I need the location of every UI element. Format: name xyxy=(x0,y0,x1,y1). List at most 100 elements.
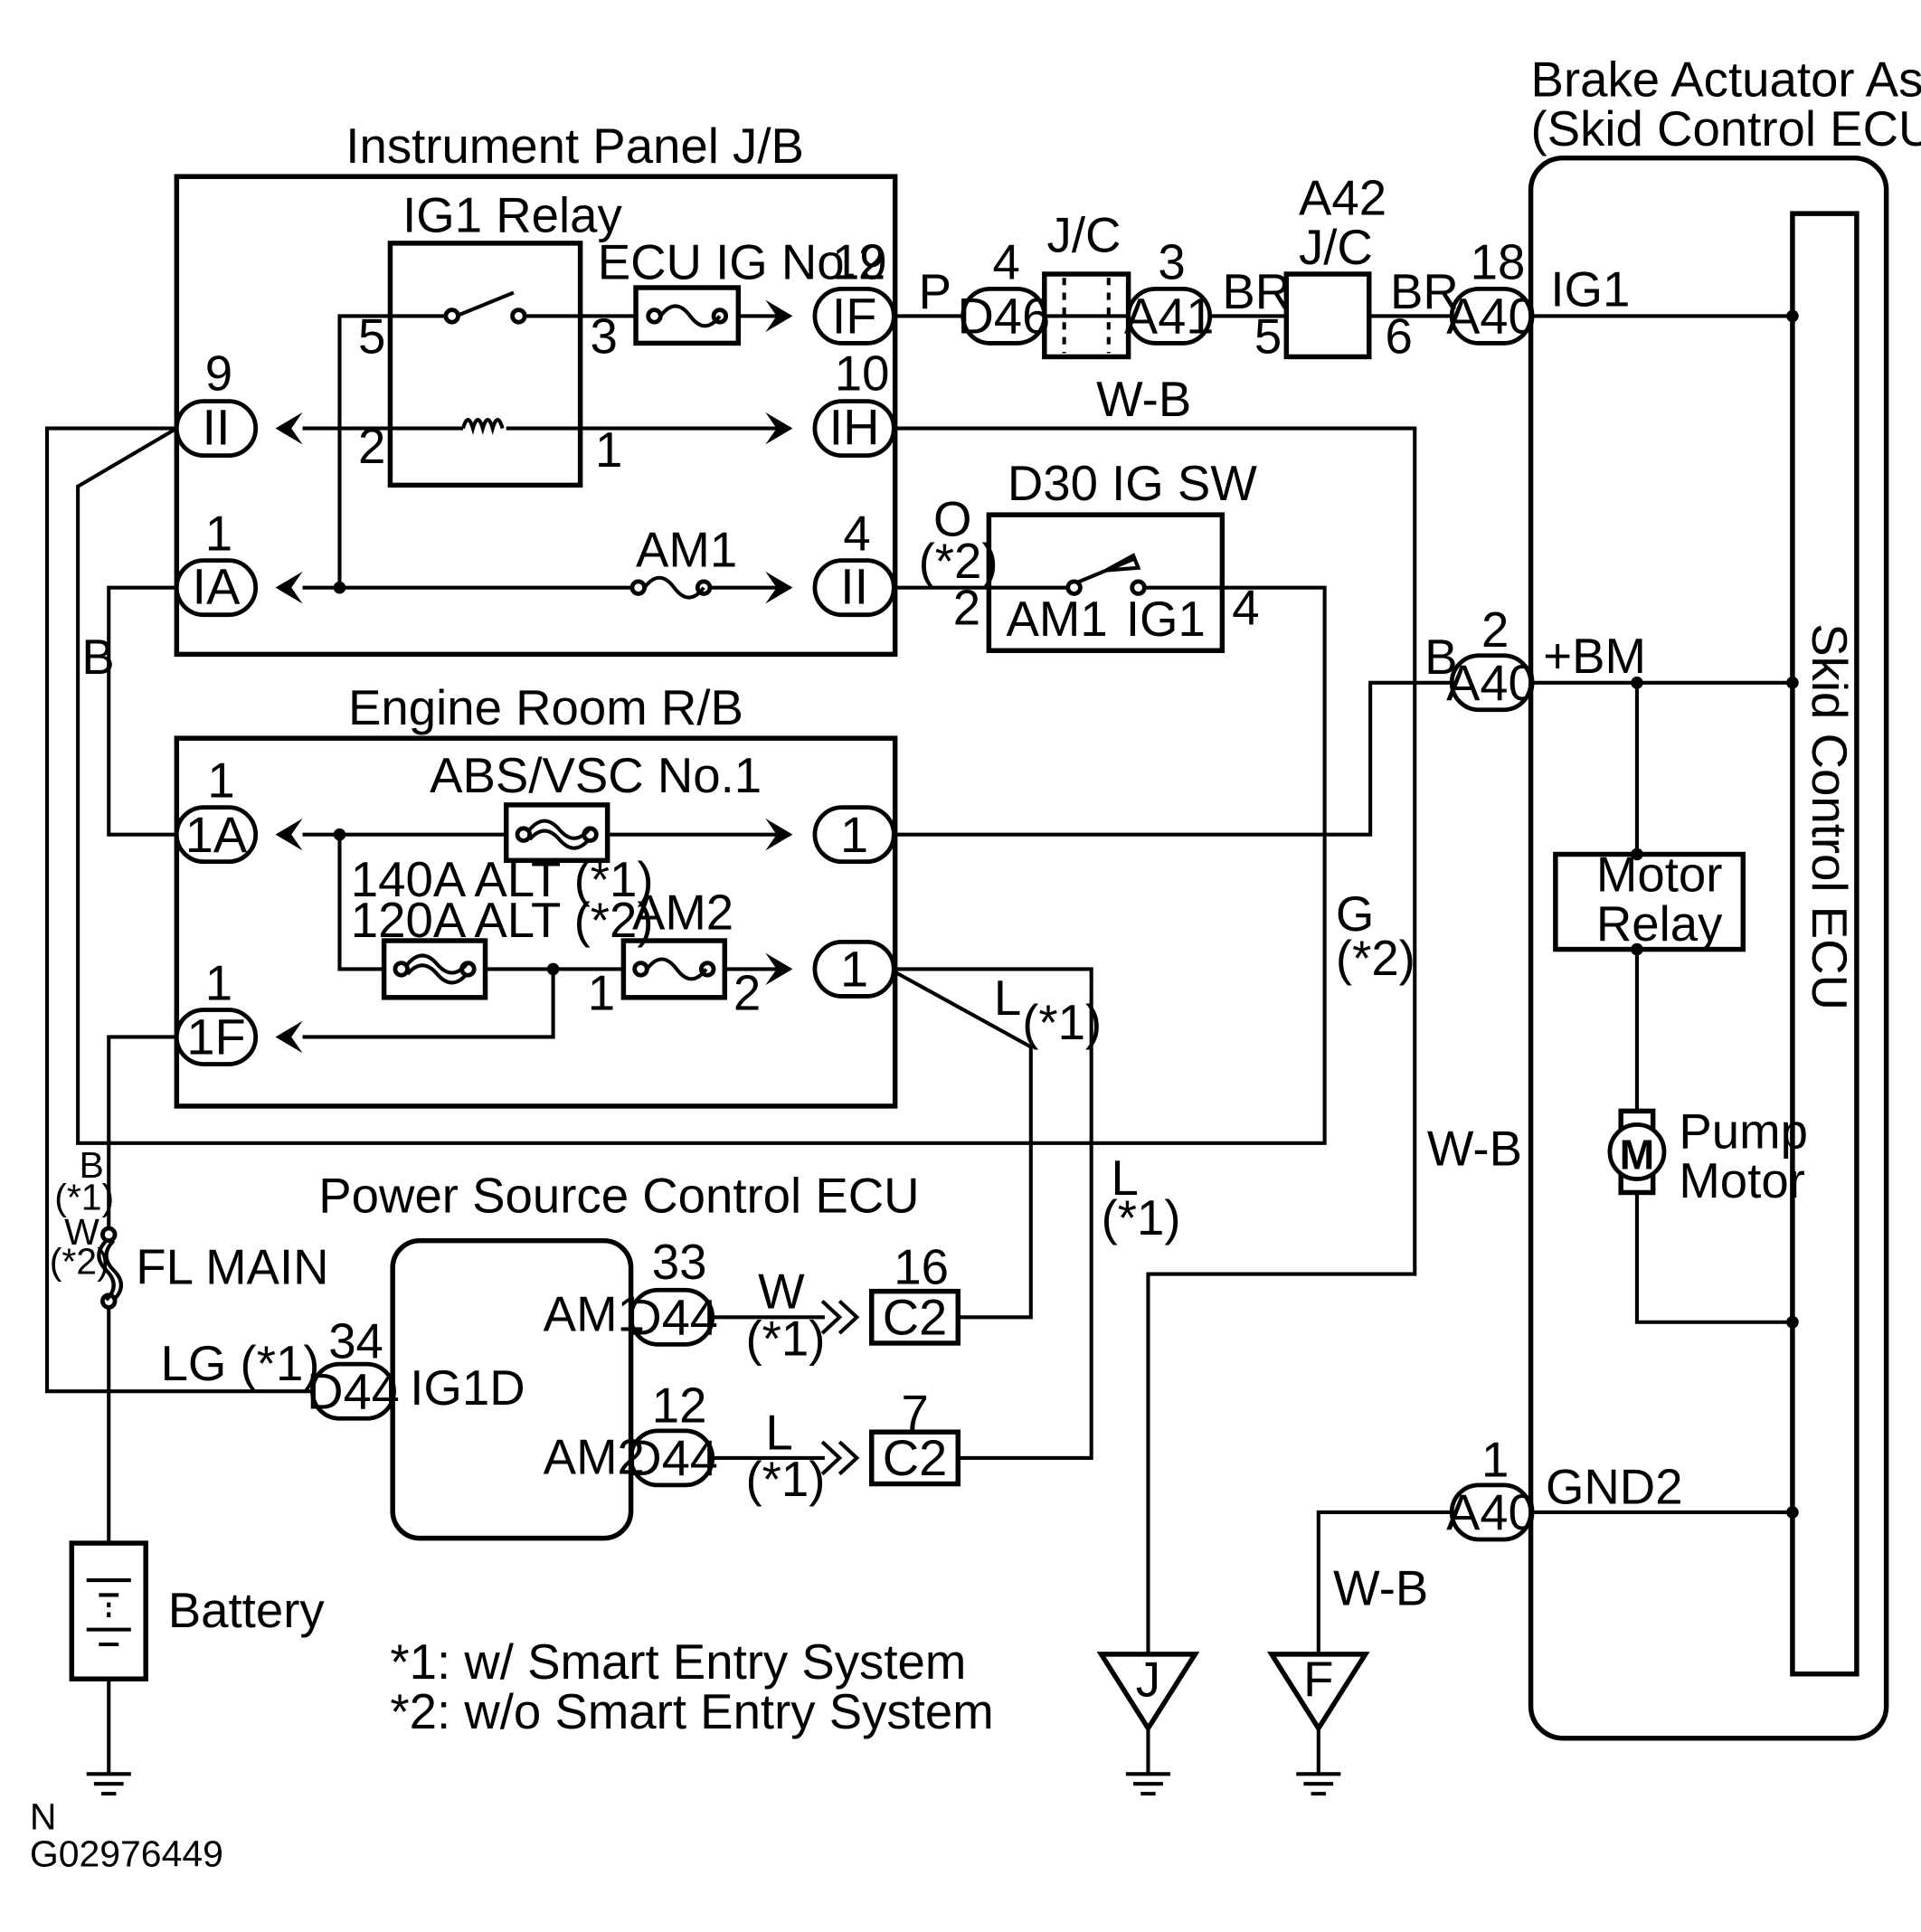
jc2-label: J/C xyxy=(1299,220,1373,275)
battery-label: Battery xyxy=(168,1583,326,1638)
corner-n: N xyxy=(30,1796,57,1838)
pin-ii-am1: 4 xyxy=(843,507,870,562)
wire-br-1: BR xyxy=(1222,264,1291,319)
connector-d46 xyxy=(960,286,1047,346)
pin-c2-am2: 7 xyxy=(901,1386,928,1441)
figure-code: G02976449 xyxy=(30,1833,223,1875)
wire-l-2: L xyxy=(1112,1151,1139,1206)
pin-am2-2: 2 xyxy=(733,965,761,1020)
motor-glyph: M xyxy=(1620,1132,1655,1179)
wire-b-bm: B xyxy=(1424,630,1457,685)
wire-l-c2-note: (*1) xyxy=(746,1452,826,1507)
am1-fuse-icon xyxy=(629,575,713,600)
motor-relay-label-1: Motor xyxy=(1596,847,1723,902)
connector-arrow-icons xyxy=(275,299,860,1476)
ground-j-icon xyxy=(1096,1652,1200,1796)
conn-a40-gnd-label: A40 xyxy=(1446,1483,1537,1540)
ig1-relay-title: IG1 Relay xyxy=(402,188,622,243)
conn-ih-label: IH xyxy=(829,398,880,455)
wire-o-note: (*2) xyxy=(919,534,998,589)
power-source-title: Power Source Control ECU xyxy=(318,1168,919,1223)
motor-relay-label-2: Relay xyxy=(1596,896,1723,952)
ps-am1-label: AM1 xyxy=(544,1286,645,1341)
pin-ih: 10 xyxy=(835,346,890,401)
connector-1f xyxy=(174,1008,259,1066)
brake-title-1: Brake Actuator Assy xyxy=(1531,52,1921,107)
ground-icon-battery xyxy=(86,1772,131,1796)
pin-am2-1: 1 xyxy=(588,965,615,1020)
wire-fl-b: B xyxy=(79,1144,103,1186)
wire-fl-w-note: (*2) xyxy=(50,1241,109,1283)
instrument-panel-jb xyxy=(174,174,898,658)
pin-d44-am1: 33 xyxy=(652,1235,707,1290)
connector-a40-gnd xyxy=(1449,1482,1533,1542)
connector-c2-am2 xyxy=(869,1429,960,1487)
am2-fuse-icon xyxy=(620,938,728,1000)
pump-label-1: Pump xyxy=(1679,1103,1808,1159)
a42-jc-box xyxy=(1283,271,1372,360)
pin-a40-bm: 2 xyxy=(1481,602,1509,658)
ig-sw-title: D30 IG SW xyxy=(1008,456,1257,511)
abs-vsc-label: ABS/VSC No.1 xyxy=(430,748,762,803)
conn-d46-label: D46 xyxy=(957,288,1050,345)
connector-a40-bm xyxy=(1449,653,1533,713)
pin-a42-5: 5 xyxy=(1254,308,1282,364)
pin-d44-lg: 34 xyxy=(328,1313,383,1368)
wire-wb-2: W-B xyxy=(1427,1121,1522,1176)
am1-fuse-label: AM1 xyxy=(636,522,737,577)
pin-c2-am1: 16 xyxy=(894,1239,949,1294)
am2-fuse-label: AM2 xyxy=(632,886,733,941)
ecu-ig-no2-fuse-icon xyxy=(633,285,742,346)
conn-if-label: IF xyxy=(832,288,877,345)
conn-1f-label: 1F xyxy=(186,1009,245,1065)
ig-sw-box xyxy=(986,512,1225,654)
pin-relay-3: 3 xyxy=(591,308,618,364)
jc1-label: J/C xyxy=(1047,207,1121,262)
conn-d44-am2-label: D44 xyxy=(625,1429,718,1486)
connector-c2-am1 xyxy=(869,1288,960,1346)
pin-relay-5: 5 xyxy=(358,308,385,364)
connector-1a xyxy=(174,805,259,865)
note-1: *1: w/ Smart Entry System xyxy=(390,1634,966,1690)
wire-l-1-note: (*1) xyxy=(1022,995,1102,1050)
conn-am2-out-label: 1 xyxy=(840,941,868,998)
wire-l-2-note: (*1) xyxy=(1102,1190,1181,1245)
conn-d44-lg-label: D44 xyxy=(307,1362,400,1419)
connector-abs-out xyxy=(812,805,896,865)
wire-p: P xyxy=(919,264,951,319)
pin-ia: 1 xyxy=(205,507,232,562)
conn-a40-ig1-label: A40 xyxy=(1446,288,1537,345)
wire-g: G xyxy=(1336,886,1374,942)
ground-f-label: F xyxy=(1303,1652,1333,1707)
wire-wb-3: W-B xyxy=(1333,1560,1428,1615)
wire-o: O xyxy=(933,491,971,546)
pin-igsw-2: 2 xyxy=(953,581,980,636)
ps-am2-label: AM2 xyxy=(544,1430,645,1485)
term-bm: +BM xyxy=(1543,629,1646,684)
connector-if xyxy=(812,286,896,346)
connector-d44-am2 xyxy=(629,1428,715,1488)
term-gnd2: GND2 xyxy=(1546,1459,1683,1514)
pump-motor-icon: M xyxy=(1607,1108,1667,1196)
connector-a41 xyxy=(1126,286,1213,346)
wire-br-2: BR xyxy=(1390,264,1459,319)
conn-a41-label: A41 xyxy=(1124,288,1215,345)
ground-f-icon xyxy=(1266,1652,1370,1796)
pin-a41: 3 xyxy=(1158,234,1185,289)
connector-d44-am1 xyxy=(629,1287,715,1347)
wire-w-c2: W xyxy=(758,1264,805,1320)
skid-ecu-label: Skid Control ECU xyxy=(1802,623,1857,1010)
ecu-ig-no2-label: ECU IG No.2 xyxy=(598,234,885,289)
ig1-relay xyxy=(387,241,583,488)
ground-j-label: J xyxy=(1136,1652,1160,1707)
conn-ia-label: IA xyxy=(193,557,241,614)
pin-relay-1: 1 xyxy=(595,422,622,478)
note-2: *2: w/o Smart Entry System xyxy=(390,1684,993,1739)
motor-relay xyxy=(1553,851,1746,952)
fl-main-label: FL MAIN xyxy=(136,1239,328,1294)
term-ig1: IG1 xyxy=(1550,261,1630,317)
wire-l-c2: L xyxy=(765,1405,792,1460)
instrument-panel-title: Instrument Panel J/B xyxy=(345,118,804,174)
pin-1a: 1 xyxy=(207,753,234,809)
ig-sw-ig1: IG1 xyxy=(1126,592,1206,647)
